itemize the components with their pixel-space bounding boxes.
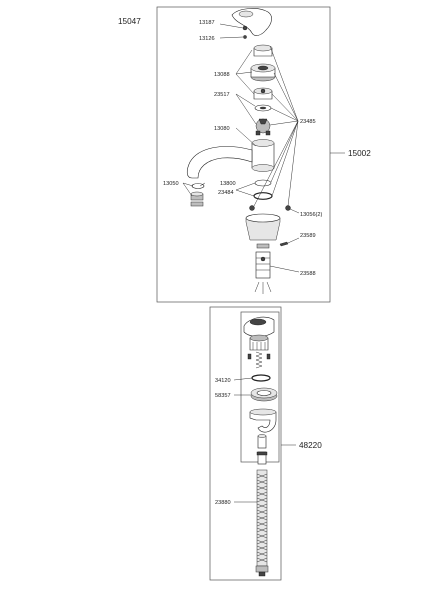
- label-upper-8: 23484: [218, 190, 234, 196]
- lower-kit-number: 48220: [299, 441, 322, 450]
- screw-right-part: [266, 353, 271, 360]
- clip-right-part: [285, 205, 291, 211]
- o-ring-part: [253, 179, 273, 200]
- aerator-part: [190, 183, 205, 207]
- check-valve-part: [257, 434, 267, 449]
- label-lower-1: 58357: [215, 393, 231, 399]
- hose-nut-part: [256, 451, 268, 465]
- cartridge-stem-part: [249, 334, 269, 351]
- clip-left-part: [249, 205, 255, 211]
- lower-o-ring-part: [251, 374, 271, 382]
- label-upper-0: 13187: [199, 20, 215, 26]
- shank-part: [254, 243, 272, 294]
- assembly-number: 15047: [118, 17, 141, 26]
- gear-ring-part: [250, 387, 278, 402]
- label-upper-5: 23485: [300, 119, 316, 125]
- upper-kit-frame: [156, 6, 331, 303]
- spring-part: [255, 351, 263, 369]
- cartridge-top-part: [243, 316, 275, 337]
- label-lower-0: 34120: [215, 378, 231, 384]
- label-upper-4: 13080: [214, 126, 230, 132]
- braided-hose-part: [255, 469, 269, 577]
- upper-leaders: [182, 23, 300, 273]
- lower-leaders: [233, 377, 257, 503]
- set-screw-part: [279, 241, 289, 247]
- spout-collar-part: [251, 139, 275, 172]
- upper-kit-number: 15002: [348, 149, 371, 158]
- handle-lever-part: [231, 8, 272, 36]
- label-lower-2: 23880: [215, 500, 231, 506]
- screw-part: [243, 35, 247, 39]
- label-upper-1: 13126: [199, 36, 215, 42]
- screw-left-part: [247, 353, 252, 360]
- cam-washer-part: [254, 104, 272, 112]
- label-upper-9: 13056(2): [300, 212, 323, 218]
- bonnet-nut-part: [250, 63, 276, 82]
- cap-part: [242, 25, 248, 31]
- dome-cap-part: [253, 44, 273, 57]
- label-upper-10: 23589: [300, 233, 316, 239]
- ball-part: [255, 118, 271, 134]
- label-upper-3: 23517: [214, 92, 230, 98]
- lower-kit-frame: [209, 306, 282, 581]
- spout-part: [186, 146, 253, 179]
- label-upper-7: 13800: [220, 181, 236, 187]
- label-upper-6: 13050: [163, 181, 179, 187]
- seat-spring-part: [255, 130, 271, 136]
- label-upper-2: 13088: [214, 72, 230, 78]
- cam-part: [253, 87, 273, 100]
- base-part: [245, 213, 281, 241]
- valve-hook-part: [249, 408, 277, 433]
- label-upper-11: 23588: [300, 271, 316, 277]
